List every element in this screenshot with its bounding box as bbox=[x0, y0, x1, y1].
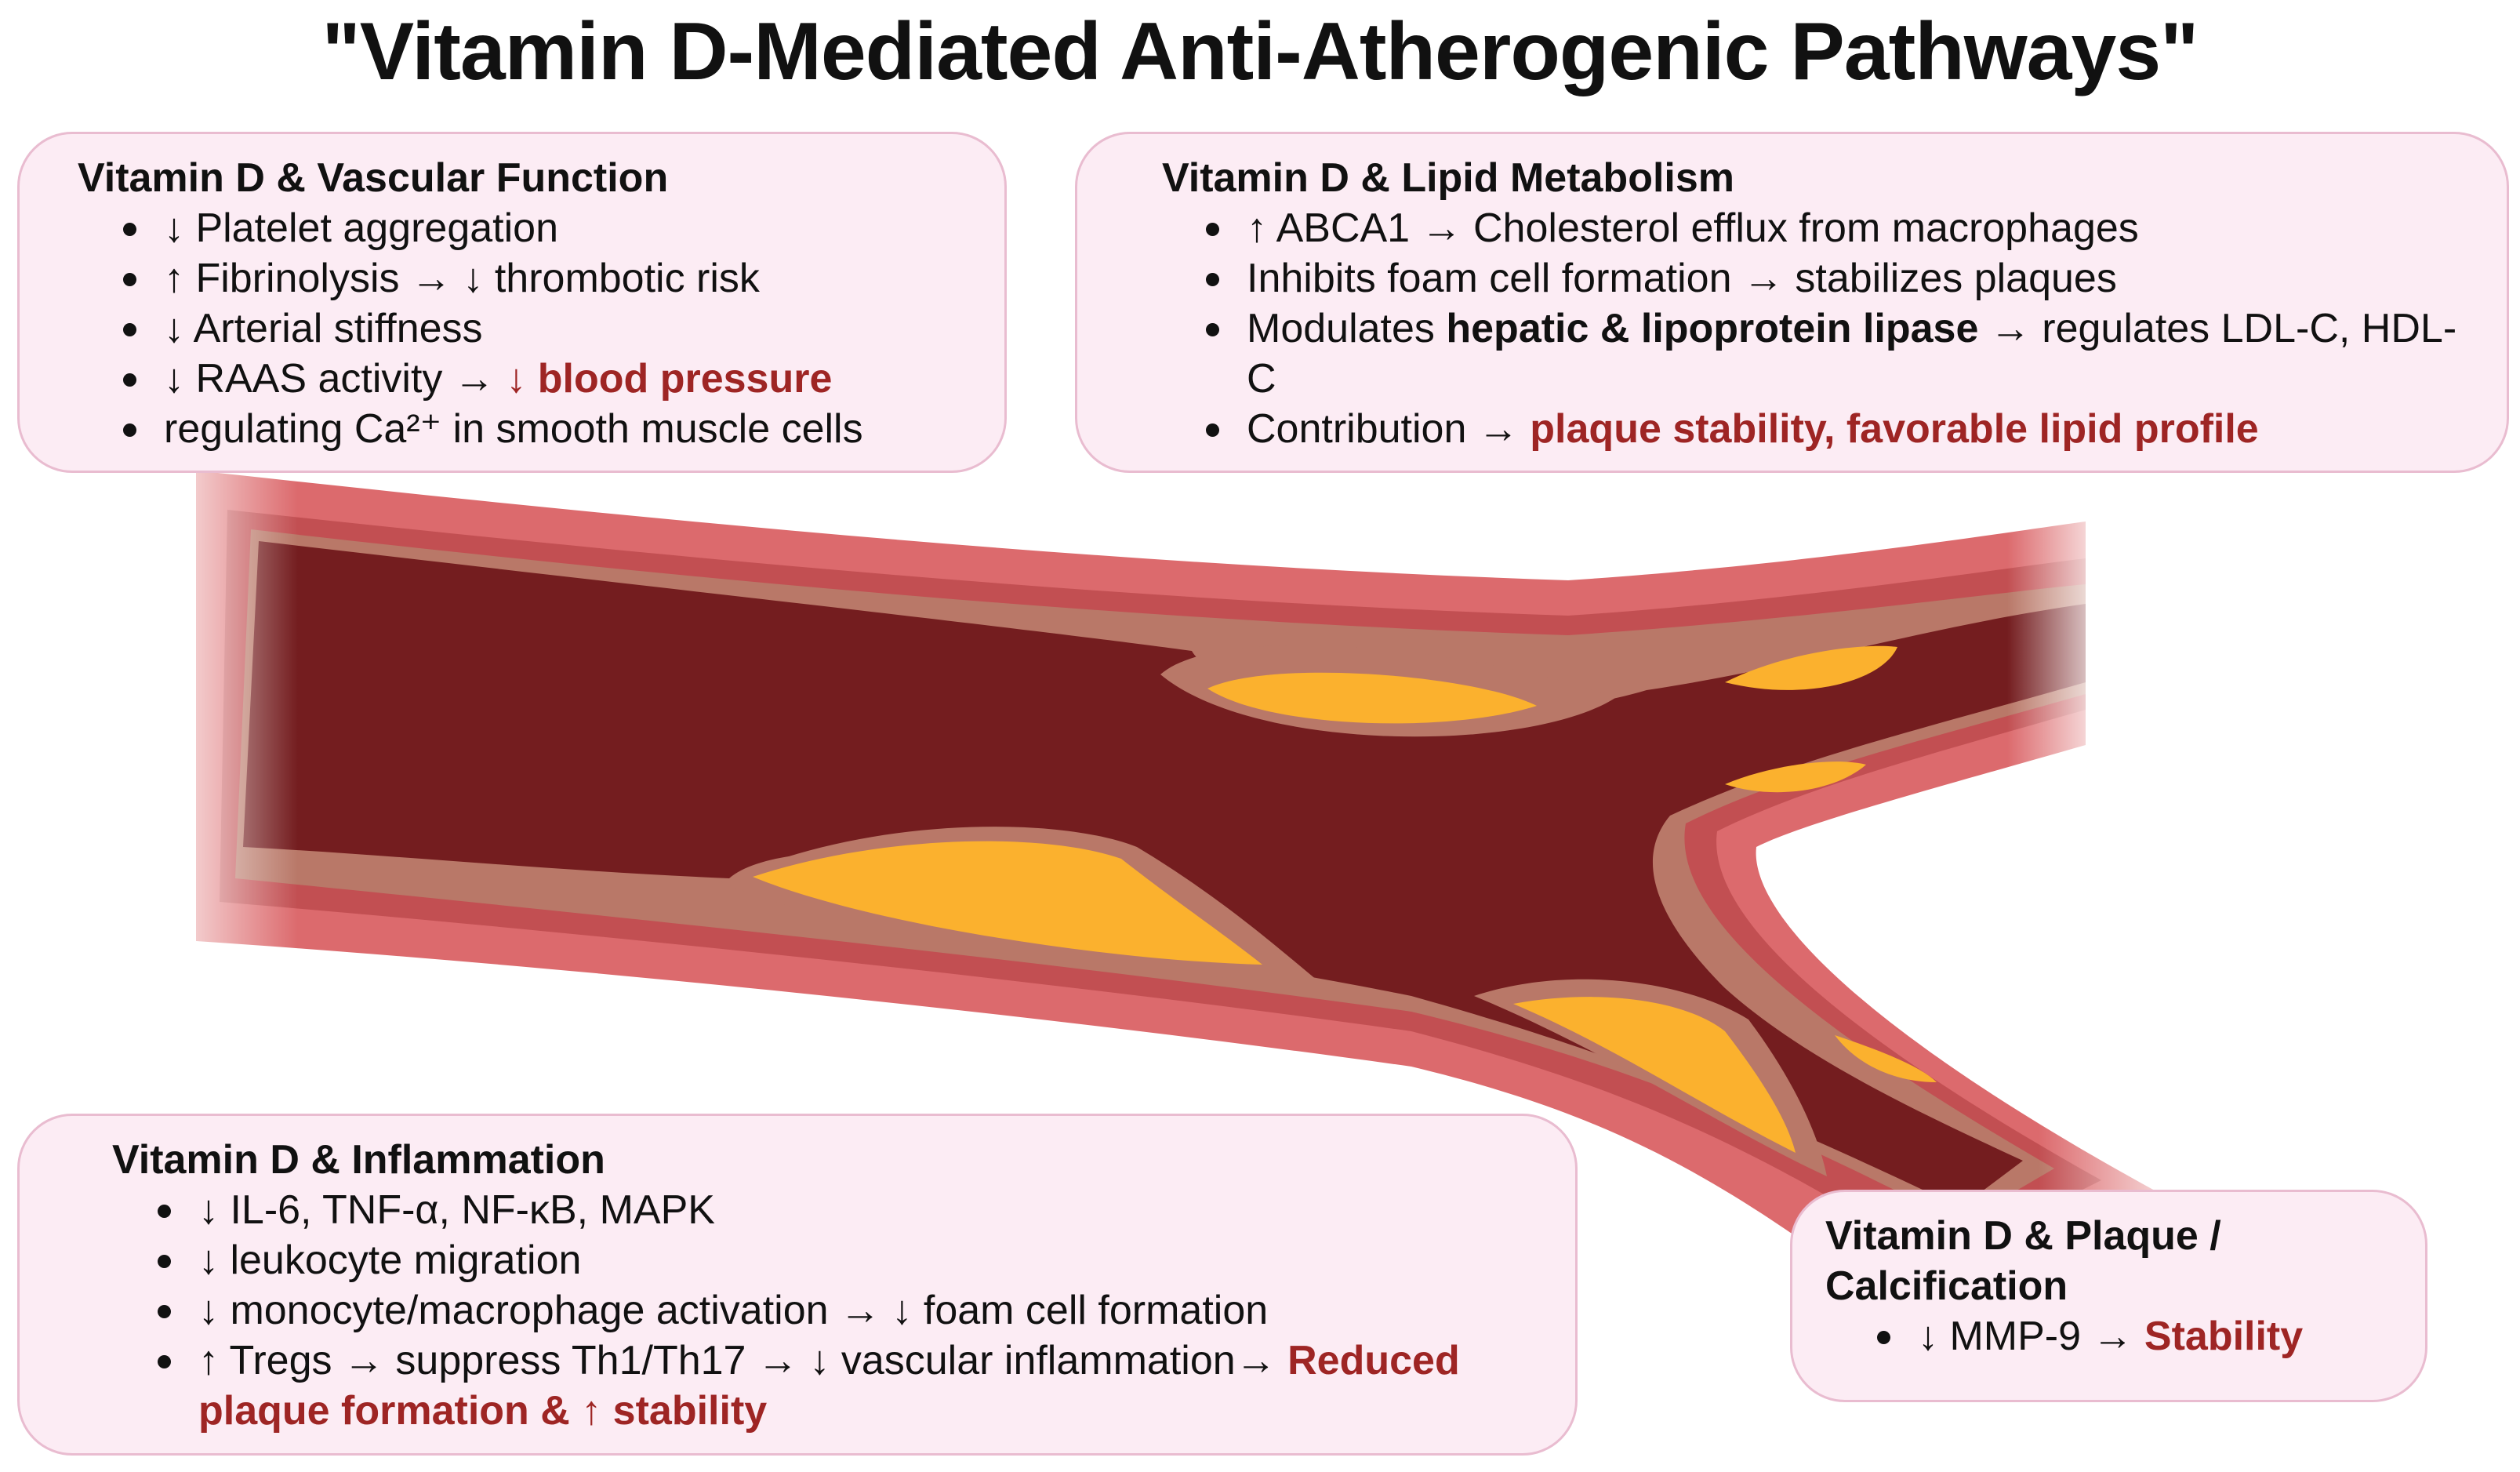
list-item: ↓ Platelet aggregation bbox=[123, 203, 995, 253]
highlight-text: plaque stability, favorable lipid profil… bbox=[1530, 406, 2259, 452]
inflammation-heading: Vitamin D & Inflammation bbox=[112, 1137, 605, 1183]
list-item: ↑ ABCA1 → Cholesterol efflux from macrop… bbox=[1206, 203, 2470, 253]
list-item: ↑ Tregs → suppress Th1/Th17 → ↓ vascular… bbox=[158, 1336, 1563, 1436]
vascular-function-list: ↓ Platelet aggregation ↑ Fibrinolysis → … bbox=[123, 203, 995, 454]
list-item-text: ↑ Tregs → suppress Th1/Th17 → ↓ vascular… bbox=[198, 1338, 1288, 1383]
lipid-metabolism-box: Vitamin D & Lipid Metabolism ↑ ABCA1 → C… bbox=[1075, 132, 2509, 473]
plaque-lower-left-core bbox=[753, 841, 1262, 965]
plaque-branch-lower bbox=[1835, 1035, 1937, 1082]
inflammation-list: ↓ IL-6, TNF-α, NF-κB, MAPK ↓ leukocyte m… bbox=[158, 1185, 1563, 1436]
fade-left bbox=[141, 439, 298, 988]
list-item: Contribution → plaque stability, favorab… bbox=[1206, 404, 2470, 454]
list-item: ↓ monocyte/macrophage activation → ↓ foa… bbox=[158, 1285, 1563, 1336]
fade-right bbox=[2007, 486, 2117, 784]
plaque-calcification-list: ↓ MMP-9 → Stability bbox=[1877, 1311, 2420, 1361]
list-item: ↑ Fibrinolysis → ↓ thrombotic risk bbox=[123, 253, 995, 303]
plaque-upper-right bbox=[1725, 645, 1897, 690]
vascular-function-box: Vitamin D & Vascular Function ↓ Platelet… bbox=[17, 132, 1007, 473]
list-item: Modulates hepatic & lipoprotein lipase →… bbox=[1206, 303, 2470, 404]
vascular-function-heading: Vitamin D & Vascular Function bbox=[78, 155, 669, 201]
list-item: ↓ MMP-9 → Stability bbox=[1877, 1311, 2420, 1361]
list-item: ↓ Arterial stiffness bbox=[123, 303, 995, 354]
list-item-text: Modulates bbox=[1247, 306, 1447, 351]
plaque-branch bbox=[1725, 761, 1866, 793]
plaque-calcification-heading: Vitamin D & Plaque / Calcification bbox=[1825, 1213, 2221, 1309]
list-item-text: ↓ RAAS activity → bbox=[164, 356, 507, 402]
list-item: ↓ IL-6, TNF-α, NF-κB, MAPK bbox=[158, 1185, 1563, 1235]
lipid-metabolism-list: ↑ ABCA1 → Cholesterol efflux from macrop… bbox=[1206, 203, 2470, 454]
bold-text: hepatic & lipoprotein lipase bbox=[1446, 306, 1979, 351]
list-item: regulating Ca²⁺ in smooth muscle cells bbox=[123, 404, 995, 454]
highlight-text: Reduced plaque formation & ↑ stability bbox=[198, 1338, 1460, 1434]
list-item: Inhibits foam cell formation → stabilize… bbox=[1206, 253, 2470, 303]
plaque-calcification-box: Vitamin D & Plaque / Calcification ↓ MMP… bbox=[1790, 1190, 2427, 1402]
highlight-text: Stability bbox=[2144, 1314, 2304, 1359]
list-item-text: → regulates LDL-C, HDL-C bbox=[1247, 306, 2457, 402]
list-item-text: ↓ MMP-9 → bbox=[1918, 1314, 2144, 1359]
inflammation-box: Vitamin D & Inflammation ↓ IL-6, TNF-α, … bbox=[17, 1114, 1578, 1456]
plaque-upper-core bbox=[1207, 672, 1537, 724]
lipid-metabolism-heading: Vitamin D & Lipid Metabolism bbox=[1162, 155, 1735, 201]
highlight-text: ↓ blood pressure bbox=[506, 356, 833, 402]
list-item: ↓ leukocyte migration bbox=[158, 1235, 1563, 1285]
figure-title: "Vitamin D-Mediated Anti-Atherogenic Pat… bbox=[321, 6, 2199, 97]
list-item: ↓ RAAS activity → ↓ blood pressure bbox=[123, 354, 995, 404]
plaque-lower-right bbox=[1474, 979, 1827, 1176]
plaque-lower-right-core bbox=[1513, 997, 1796, 1153]
list-item-text: Contribution → bbox=[1247, 406, 1531, 452]
